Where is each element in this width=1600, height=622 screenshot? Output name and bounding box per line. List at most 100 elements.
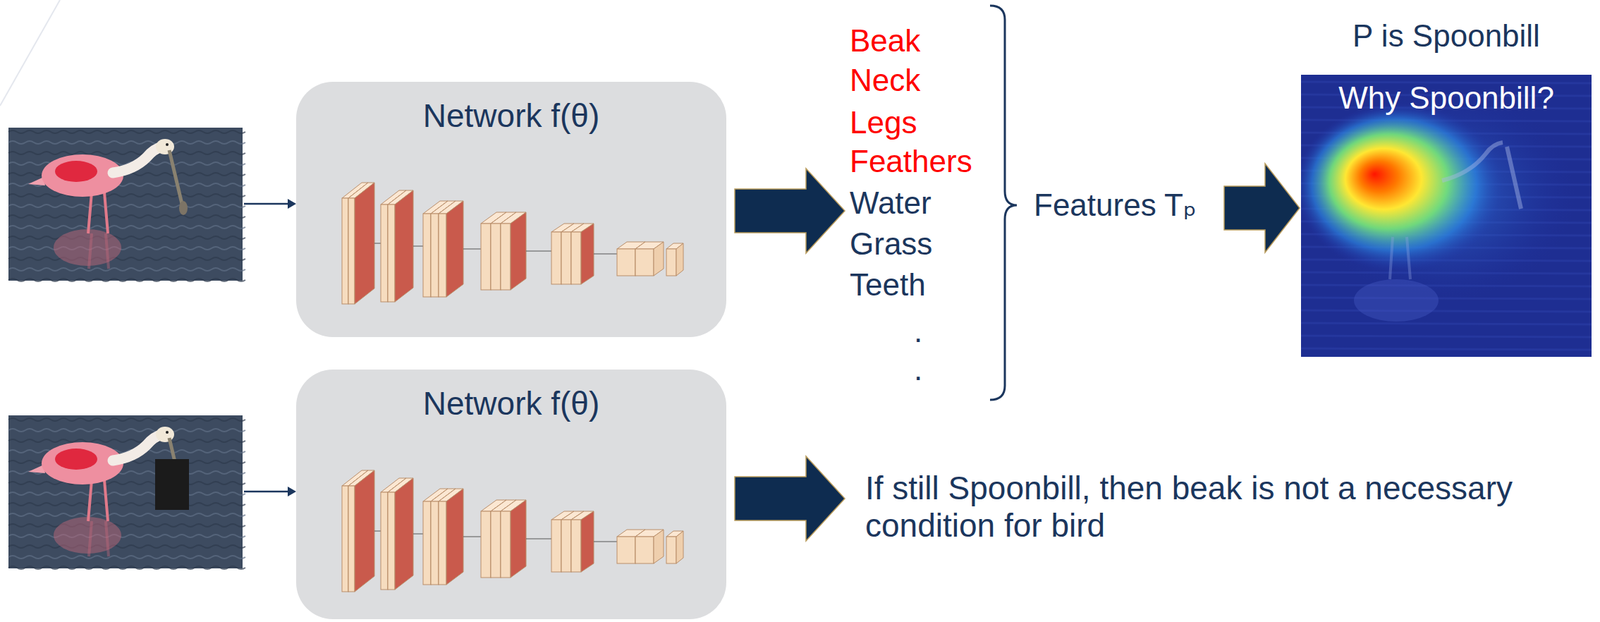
legs (88, 480, 108, 522)
network-title: Network f(θ) (296, 97, 727, 135)
ripple (8, 428, 246, 432)
question-text: Why Spoonbill? (1301, 74, 1592, 117)
layer-front (430, 501, 439, 585)
layer-side (510, 499, 527, 578)
water-line (1301, 335, 1592, 338)
layer-link (593, 541, 618, 543)
ripple (8, 215, 246, 218)
reflection (53, 516, 122, 554)
layer-front (666, 248, 677, 276)
decor-line (0, 0, 60, 106)
layer-front (666, 536, 677, 564)
ripple (8, 534, 246, 538)
layer-side (354, 470, 375, 592)
layer-front (423, 213, 431, 297)
layer-front (490, 223, 501, 290)
layer-side (430, 488, 448, 585)
layer-link (374, 243, 381, 244)
ripple (8, 236, 246, 240)
ripple (8, 257, 246, 261)
ripple (8, 225, 246, 229)
layer-side (653, 241, 664, 276)
layer-front (551, 231, 562, 285)
layer-front (342, 198, 349, 304)
layer-front (617, 536, 636, 564)
leg-reflection (88, 521, 109, 557)
layer-front (480, 223, 491, 290)
feature-word: Teeth (849, 267, 926, 304)
ripple (8, 492, 246, 496)
layer-front (561, 231, 572, 285)
ripple (8, 502, 246, 506)
layer-front (387, 492, 395, 590)
ripple (8, 555, 246, 559)
features-label: Features Tₚ (1033, 187, 1197, 224)
eye (165, 430, 169, 434)
ripple (8, 141, 246, 144)
layer-link (526, 538, 552, 540)
layer-front (500, 223, 511, 290)
layer-front (438, 213, 447, 297)
ripple (8, 523, 246, 527)
layer-front (342, 485, 349, 592)
ripple (8, 278, 246, 282)
layer-side (510, 212, 527, 290)
ripple (8, 151, 246, 155)
feature-word: Grass (849, 226, 933, 263)
layer-front (380, 204, 388, 302)
layer-side (581, 223, 594, 285)
neck (112, 146, 163, 173)
layer-link (374, 530, 381, 532)
layer-front (571, 519, 582, 572)
layer-front (500, 511, 511, 578)
feature-word: Legs (849, 105, 917, 142)
layer-side (676, 243, 684, 276)
layer-front (380, 492, 388, 590)
layer-side (446, 488, 464, 585)
bird-photo (8, 127, 246, 282)
feature-word: Water (849, 185, 932, 222)
network-title: Network f(θ) (296, 385, 727, 423)
feature-word: Feathers (849, 143, 973, 180)
layer-link (413, 533, 424, 535)
ellipsis-dot: . (913, 313, 923, 350)
occlusion-patch (155, 459, 189, 510)
ripple (8, 439, 246, 443)
legs (88, 192, 108, 234)
layer-front (551, 519, 562, 572)
reflection-ghost (1353, 279, 1439, 322)
water-line (1301, 310, 1592, 312)
layer-side (430, 200, 448, 297)
layer-side (354, 182, 375, 304)
beak (169, 150, 182, 204)
layer-link (593, 253, 618, 255)
layer-link (463, 536, 481, 538)
reflection (53, 229, 122, 266)
block-arrow (734, 456, 845, 541)
layer-front (348, 198, 355, 304)
eye (165, 143, 169, 146)
layer-front (490, 511, 501, 578)
ripple (8, 481, 246, 485)
layer-front (617, 248, 636, 276)
ripple (8, 130, 246, 134)
heatmap-panel: P is SpoonbillWhy Spoonbill? (1301, 74, 1592, 357)
water-line (1301, 348, 1592, 350)
layer-side (394, 478, 414, 590)
heat-blob (1301, 102, 1506, 273)
leg-ghost (1389, 236, 1411, 280)
feature-word: Beak (849, 23, 921, 60)
conclusion-text: If still Spoonbill, then beak is not a n… (865, 469, 1585, 545)
layer-side (676, 530, 684, 564)
ripple (8, 193, 246, 197)
ripple (8, 566, 246, 570)
layer-front (635, 536, 654, 564)
layer-side (446, 200, 464, 297)
layer-link (526, 251, 552, 252)
layer-front (480, 511, 491, 578)
layer-link (413, 246, 424, 247)
input-arrow (243, 203, 290, 206)
network-box: Network f(θ) (296, 369, 727, 620)
network-box: Network f(θ) (296, 81, 727, 338)
